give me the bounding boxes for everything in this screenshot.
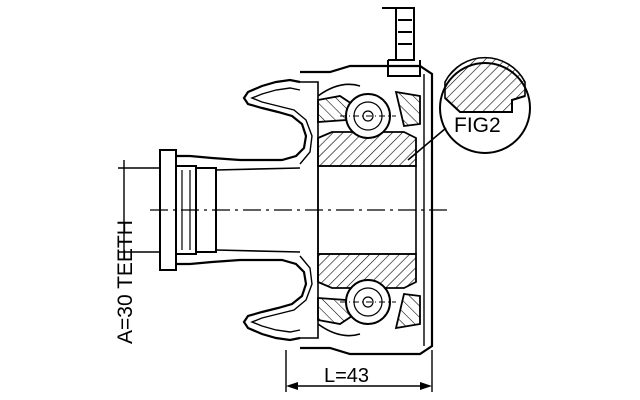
detail-leader — [407, 127, 447, 161]
boot — [166, 78, 313, 342]
length-dimension — [285, 350, 433, 392]
top-pin — [382, 7, 421, 77]
ball-upper — [340, 93, 396, 139]
inner-race-sections — [317, 90, 421, 330]
detail-circle — [439, 56, 531, 154]
teeth-dimension — [118, 160, 160, 260]
detail-label: FIG2 — [454, 114, 501, 137]
length-label: L=43 — [324, 365, 369, 387]
ball-lower — [340, 279, 396, 325]
teeth-label: A=30 TEETH — [114, 220, 137, 344]
